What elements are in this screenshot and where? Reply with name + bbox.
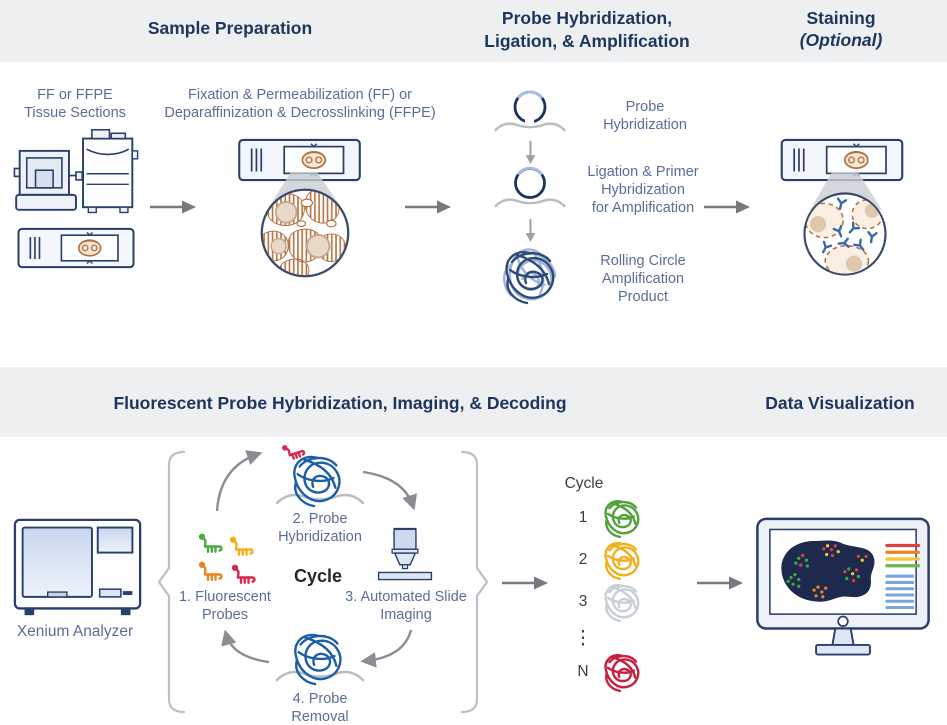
ligation-icon bbox=[494, 166, 566, 208]
cycle-step1-label: 1. Fluorescent Probes bbox=[179, 589, 271, 624]
fluor-probe-yellow-icon bbox=[227, 535, 257, 558]
down-arrow-icon bbox=[524, 219, 537, 242]
ligation-label: Ligation & Primer Hybridization for Ampl… bbox=[587, 164, 699, 217]
cycle-column-header: Cycle bbox=[564, 475, 604, 492]
rca-product-icon bbox=[500, 246, 560, 306]
header-data-visualization: Data Visualization bbox=[765, 393, 915, 413]
objective-lens-icon bbox=[377, 527, 433, 581]
cycle-arrows-icon bbox=[215, 450, 418, 668]
left-brace-icon bbox=[157, 450, 186, 714]
cycle-step2-label: 2. Probe Hybridization bbox=[278, 511, 362, 546]
cycle-row-ellipsis: ⋮ bbox=[573, 628, 593, 649]
cycle-step4-label: 4. Probe Removal bbox=[291, 691, 349, 725]
bottom-header-band bbox=[0, 367, 947, 437]
cycle-row-number: 2 bbox=[578, 551, 588, 568]
header-sample-preparation: Sample Preparation bbox=[147, 18, 313, 38]
cycle-row-tangle-icon bbox=[601, 651, 643, 693]
top-header-band bbox=[0, 0, 947, 62]
cycle-row-number: 3 bbox=[578, 593, 588, 610]
header-staining-optional: (Optional) bbox=[799, 30, 883, 50]
arrow-icon bbox=[704, 199, 750, 215]
cycle-row-tangle-icon bbox=[601, 539, 643, 581]
cycle-step3-label: 3. Automated Slide Imaging bbox=[345, 589, 467, 624]
header-staining: Staining bbox=[806, 8, 876, 28]
probe-removal-tangle-icon bbox=[289, 629, 347, 687]
tissue-sections-label: FF or FFPE Tissue Sections bbox=[24, 87, 126, 122]
analyzer-label: Xenium Analyzer bbox=[16, 623, 134, 640]
arrow-icon bbox=[405, 199, 451, 215]
arrow-icon bbox=[697, 575, 743, 591]
fluor-probe-orange-icon bbox=[196, 560, 226, 583]
cycle-row-number: 1 bbox=[578, 509, 588, 526]
cycle-row-number: N bbox=[577, 663, 589, 680]
fluor-probe-green-icon bbox=[196, 532, 226, 555]
probe-hybridization-label: Probe Hybridization bbox=[603, 99, 687, 134]
probe-hybridization-icon bbox=[494, 90, 566, 132]
arrow-icon bbox=[150, 199, 196, 215]
stained-tissue-circle bbox=[803, 192, 887, 276]
header-fluorescent-decoding: Fluorescent Probe Hybridization, Imaging… bbox=[113, 393, 567, 413]
down-arrow-icon bbox=[524, 141, 537, 164]
xenium-analyzer-icon bbox=[13, 518, 142, 616]
data-viz-monitor-icon bbox=[756, 517, 930, 656]
tissue-slide-icon bbox=[16, 227, 136, 269]
cycle-row-tangle-icon bbox=[601, 497, 643, 539]
right-brace-icon bbox=[460, 450, 489, 714]
cycle-row-tangle-icon bbox=[601, 581, 643, 623]
fixation-label: Fixation & Permeabilization (FF) or Depa… bbox=[164, 87, 436, 122]
cycle-center-label: Cycle bbox=[293, 566, 343, 586]
header-probe-hybridization: Probe Hybridization, Ligation, & Amplifi… bbox=[484, 8, 690, 51]
rca-product-label: Rolling Circle Amplification Product bbox=[600, 253, 686, 306]
arrow-icon bbox=[502, 575, 548, 591]
tissue-magnified-circle bbox=[260, 188, 350, 278]
fluor-probe-red-icon bbox=[229, 563, 259, 586]
microtome-cryostat-icon bbox=[13, 128, 139, 214]
